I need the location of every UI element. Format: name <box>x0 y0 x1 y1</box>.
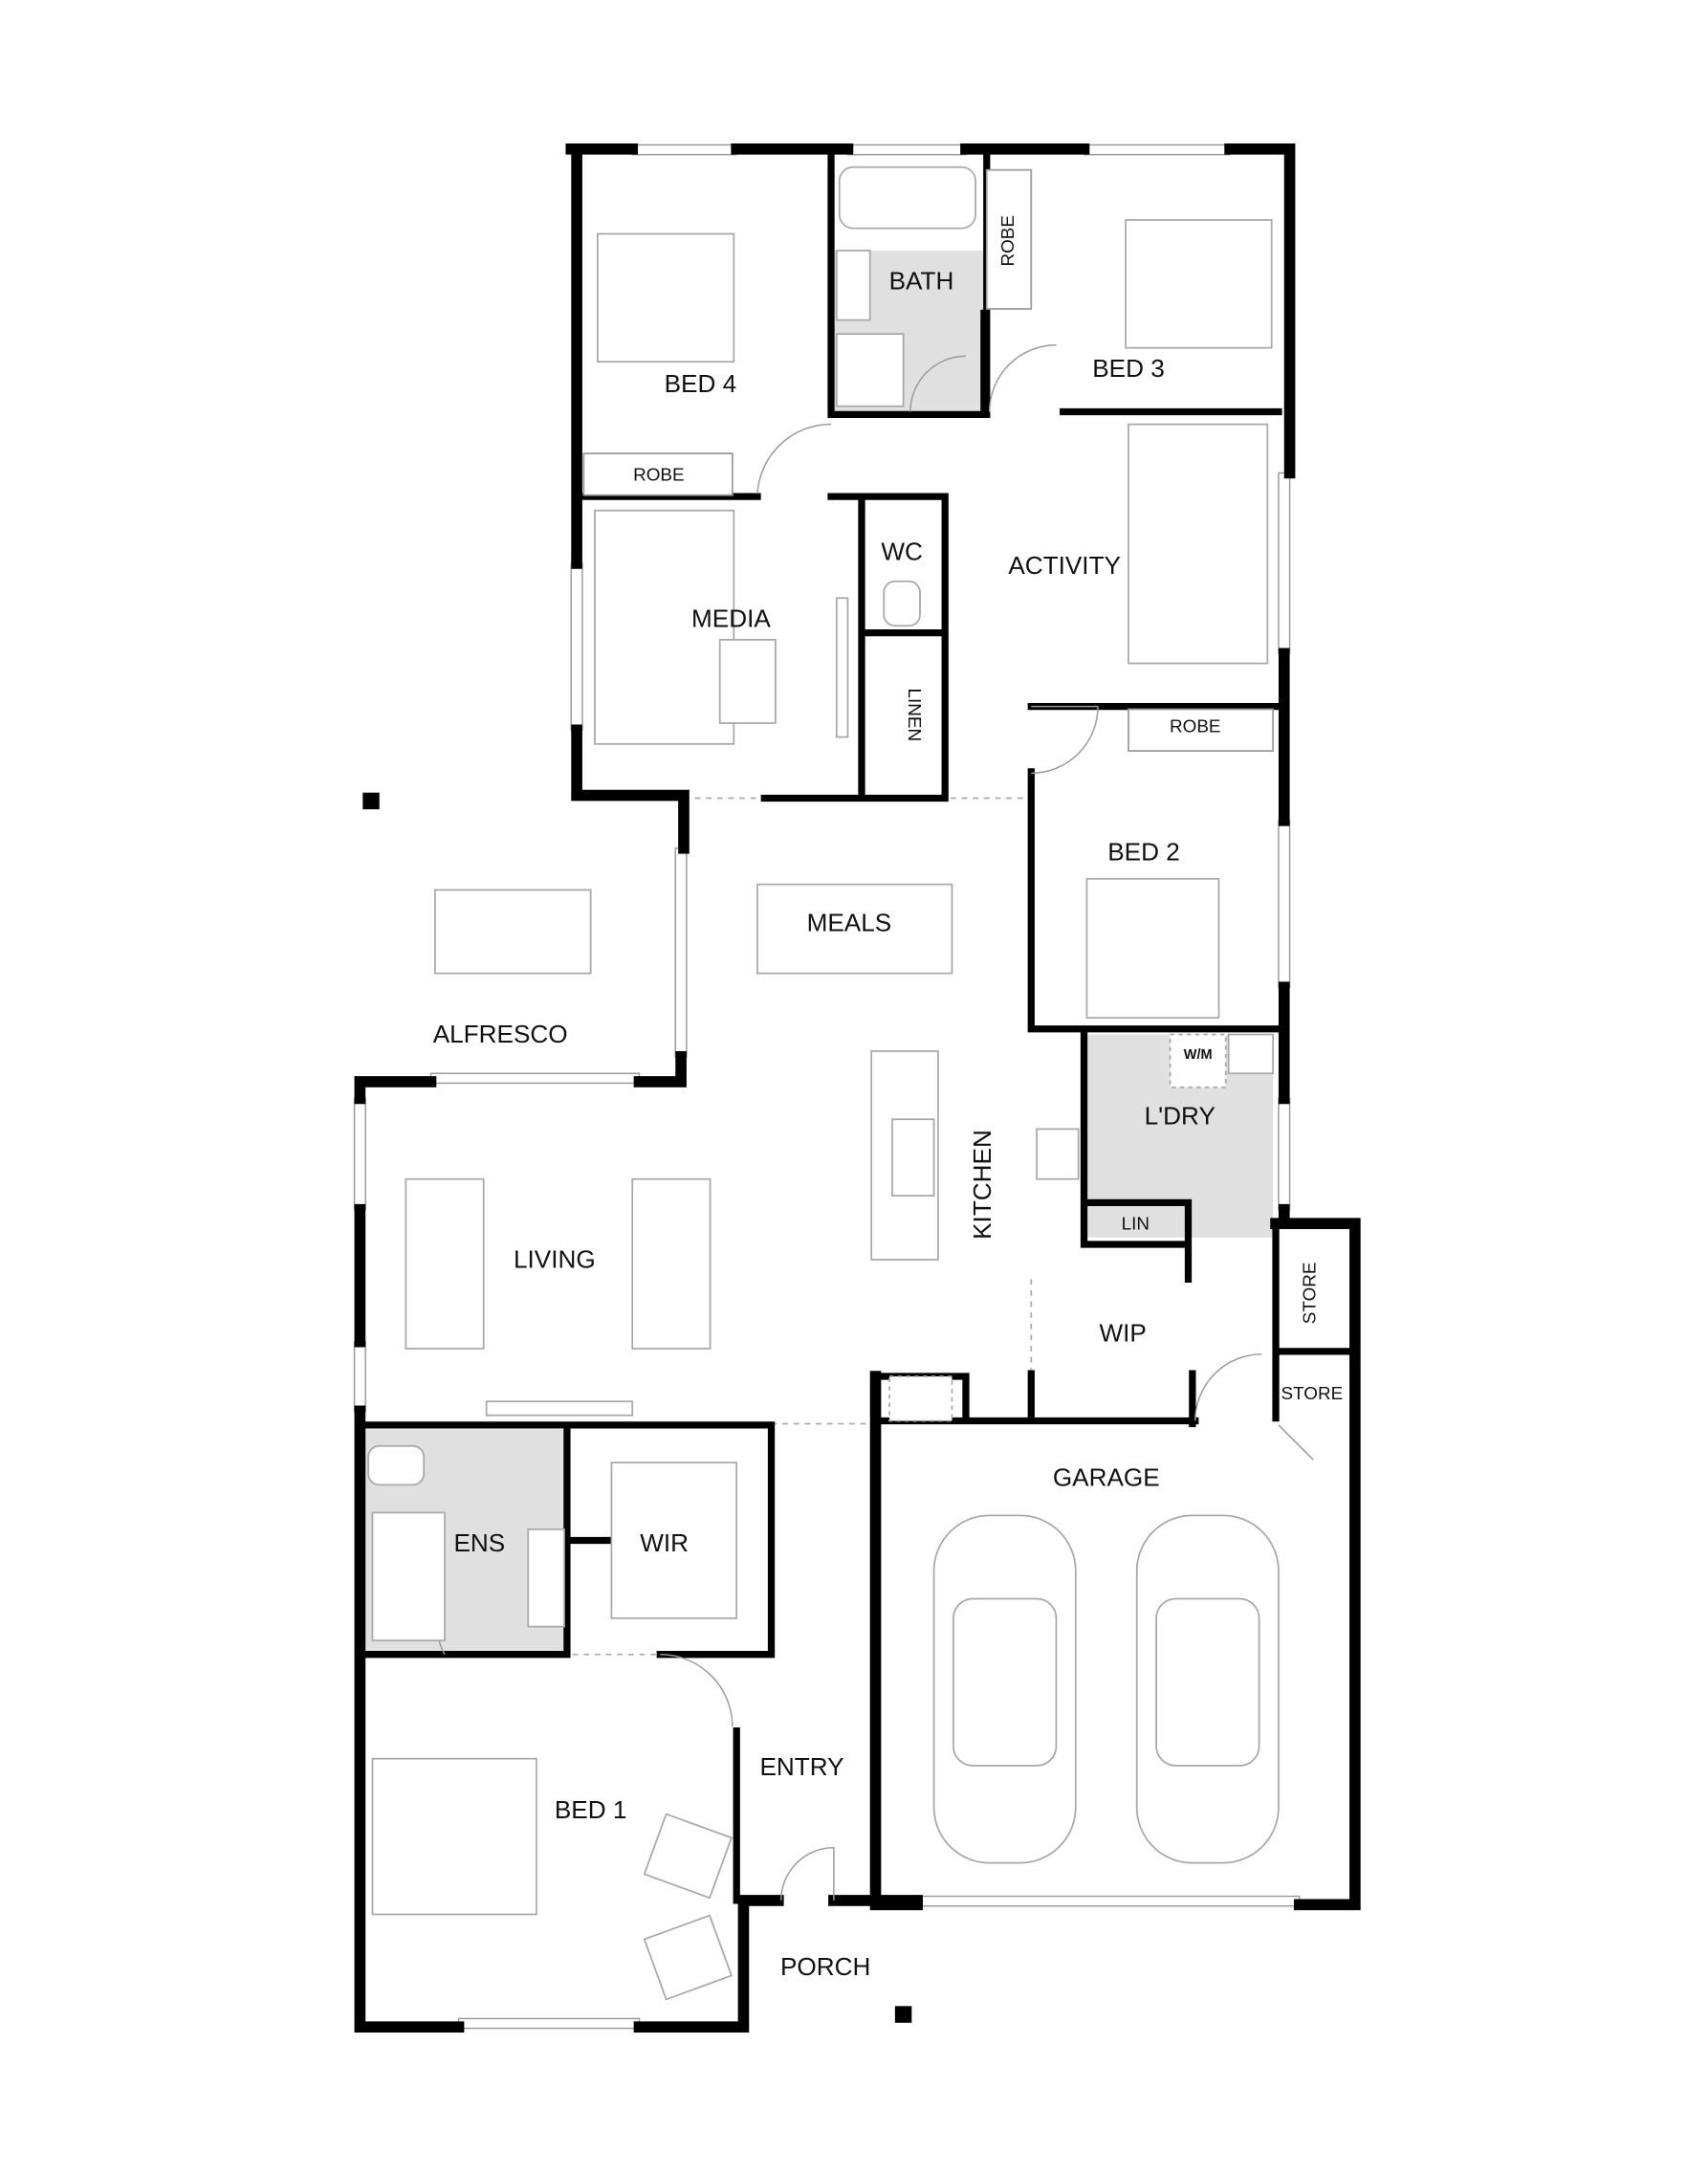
meals-table <box>756 883 953 975</box>
toilet-wc <box>883 580 921 627</box>
label-linen: LINEN <box>904 689 924 742</box>
living-sofa-left <box>405 1177 485 1350</box>
label-ens: ENS <box>453 1528 505 1557</box>
post <box>894 2006 912 2023</box>
ensuite-shower <box>371 1511 446 1642</box>
bed4-bed <box>597 232 735 363</box>
label-wir: WIR <box>640 1528 689 1557</box>
washing-machine <box>1169 1033 1227 1088</box>
cooktop <box>1036 1128 1080 1180</box>
label-living: LIVING <box>514 1244 596 1273</box>
label-alfresco: ALFRESCO <box>433 1020 568 1048</box>
activity-sofa <box>1128 423 1269 665</box>
label-bed1: BED 1 <box>555 1795 627 1824</box>
label-meals: MEALS <box>807 909 892 937</box>
label-bed2: BED 2 <box>1107 838 1180 867</box>
robe-bed4-box <box>582 452 734 496</box>
label-robe-bed4: ROBE <box>633 465 685 485</box>
label-activity: ACTIVITY <box>1008 551 1121 580</box>
doors <box>436 344 1314 1901</box>
label-store-1: STORE <box>1300 1263 1320 1325</box>
shower <box>835 333 905 407</box>
label-wm: W/M <box>1184 1047 1213 1063</box>
bed1-chair-1 <box>643 1813 734 1900</box>
label-wip: WIP <box>1100 1318 1147 1347</box>
label-bed4: BED 4 <box>665 369 737 398</box>
bath-vanity <box>835 250 871 321</box>
label-store-2: STORE <box>1281 1384 1343 1404</box>
living-sofa-right <box>631 1177 712 1350</box>
laundry-tub <box>1227 1033 1275 1075</box>
media-sofa <box>594 509 735 745</box>
wir-shelving <box>610 1462 738 1619</box>
label-lin: LIN <box>1122 1215 1150 1235</box>
furniture <box>362 165 1280 2023</box>
car-left-cabin <box>953 1597 1058 1767</box>
windows <box>353 143 1301 2030</box>
fridge <box>888 1375 953 1422</box>
ensuite-vanity <box>527 1528 565 1628</box>
label-wc: WC <box>881 538 923 566</box>
room-labels: BED 4 BATH ROBE BED 3 ROBE MEDIA WC ACTI… <box>433 215 1343 1981</box>
alfresco-table <box>433 889 592 975</box>
robe-bed3-box <box>985 168 1033 310</box>
media-tv <box>835 597 849 738</box>
label-media: MEDIA <box>691 604 771 632</box>
living-tv <box>485 1400 634 1417</box>
label-bed3: BED 3 <box>1092 354 1165 383</box>
bathtub <box>838 165 977 230</box>
bed1-chair-2 <box>643 1914 734 2001</box>
bed1-bed <box>371 1757 537 1916</box>
car-right-cabin <box>1155 1597 1260 1767</box>
label-robe-bed3: ROBE <box>998 215 1018 266</box>
label-bath: BATH <box>889 266 954 295</box>
label-garage: GARAGE <box>1053 1462 1160 1491</box>
walls <box>354 143 1361 2033</box>
media-table <box>718 638 777 724</box>
label-laundry: L'DRY <box>1145 1102 1215 1131</box>
label-kitchen: KITCHEN <box>968 1130 996 1240</box>
bed2-bed <box>1085 877 1220 1019</box>
robe-bed2-box <box>1128 708 1275 752</box>
label-robe-bed2: ROBE <box>1170 716 1221 736</box>
bed3-bed <box>1125 219 1273 349</box>
post <box>362 792 380 810</box>
kitchen-sink <box>891 1118 935 1197</box>
label-entry: ENTRY <box>759 1752 843 1781</box>
ensuite-toilet <box>367 1444 426 1486</box>
label-porch: PORCH <box>780 1952 870 1981</box>
